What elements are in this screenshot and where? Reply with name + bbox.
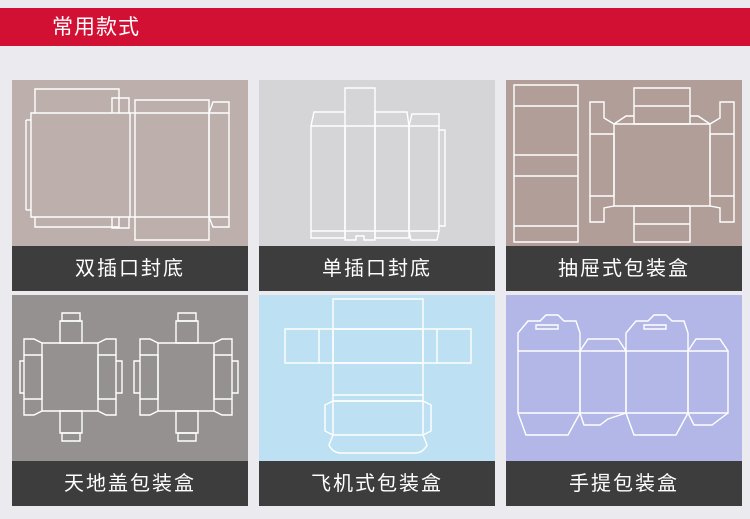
lid-base-box-dieline-icon (12, 295, 248, 461)
tile-art (12, 80, 248, 246)
style-caption: 手提包装盒 (506, 461, 742, 506)
style-card-mailer[interactable]: 飞机式包装盒 (259, 295, 495, 506)
handle-gift-box-dieline-icon (506, 295, 742, 461)
single-tuck-lock-bottom-dieline-icon (259, 80, 495, 246)
drawer-box-dieline-icon (506, 80, 742, 246)
mailer-box-dieline-icon (259, 295, 495, 461)
style-caption: 单插口封底 (259, 246, 495, 291)
style-card-drawer[interactable]: 抽屉式包装盒 (506, 80, 742, 291)
style-card-handle[interactable]: 手提包装盒 (506, 295, 742, 506)
tile-art (12, 295, 248, 461)
tuck-end-auto-bottom-dieline-icon (12, 80, 248, 246)
style-caption: 天地盖包装盒 (12, 461, 248, 506)
style-card-double-tuck[interactable]: 双插口封底 (12, 80, 248, 291)
section-header-bar: 常用款式 (0, 8, 750, 46)
tile-art (506, 80, 742, 246)
section-title: 常用款式 (52, 15, 140, 39)
style-card-lid-base[interactable]: 天地盖包装盒 (12, 295, 248, 506)
style-caption: 双插口封底 (12, 246, 248, 291)
style-caption: 抽屉式包装盒 (506, 246, 742, 291)
tile-art (506, 295, 742, 461)
style-caption: 飞机式包装盒 (259, 461, 495, 506)
tile-art (259, 295, 495, 461)
tile-art (259, 80, 495, 246)
style-card-single-tuck[interactable]: 单插口封底 (259, 80, 495, 291)
